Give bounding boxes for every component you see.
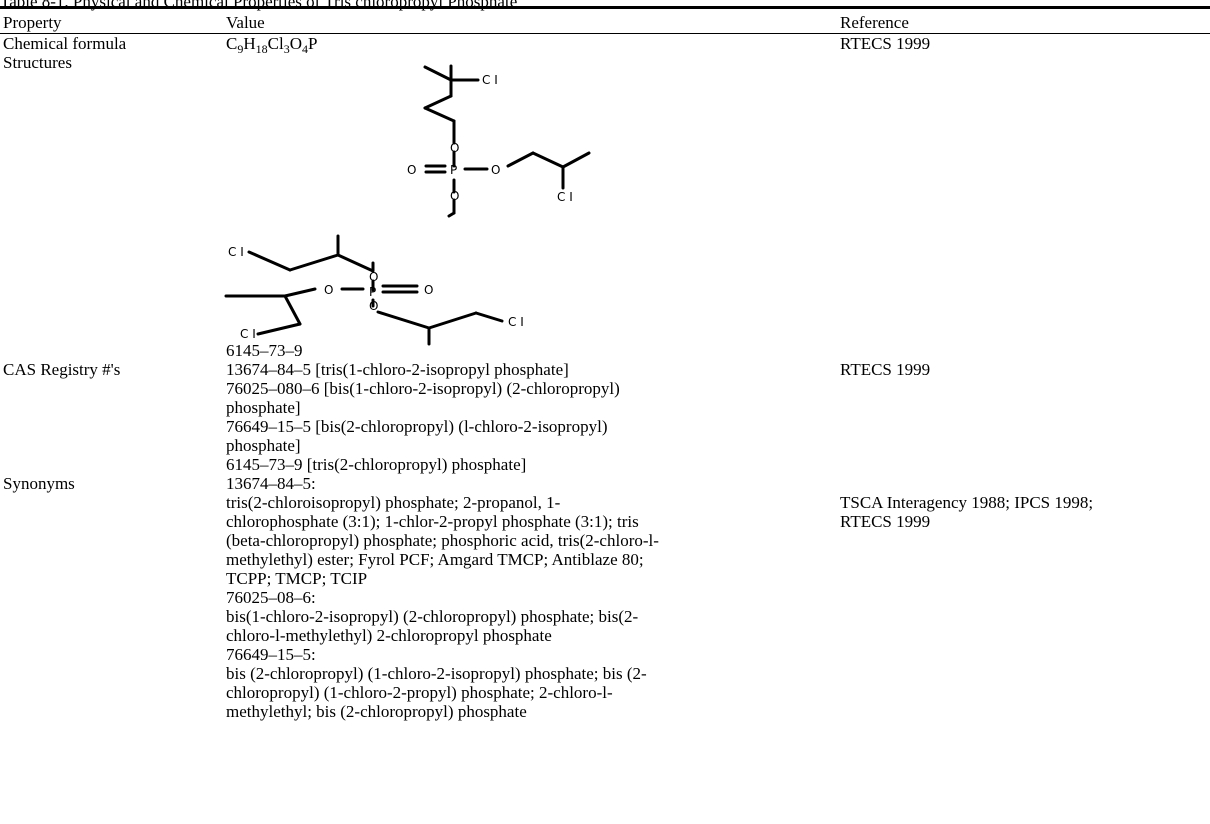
chemical-formula: C9H18Cl3O4P: [226, 34, 318, 56]
atom-o: O: [450, 189, 459, 203]
bond: [561, 151, 591, 169]
atom-cl: C I: [482, 73, 498, 87]
synonym-line: methylethyl; bis (2-chloropropyl) phosph…: [226, 702, 527, 721]
cas-values: 13674–84–5 [tris(1-chloro-2-isopropyl ph…: [226, 360, 620, 474]
formula-element-p: P: [307, 34, 318, 53]
synonyms-reference: TSCA Interagency 1988; IPCS 1998; RTECS …: [840, 493, 1093, 531]
synonym-line: bis (2-chloropropyl) (1-chloro-2-isoprop…: [226, 664, 647, 683]
top-rule: [0, 6, 1210, 9]
synonyms-reference-line: RTECS 1999: [840, 512, 931, 531]
formula-element-o: O: [289, 34, 302, 53]
atom-cl: C I: [557, 190, 573, 204]
synonyms-label: Synonyms: [3, 474, 75, 493]
synonym-line: methylethyl) ester; Fyrol PCF; Amgard TM…: [226, 550, 644, 569]
cas-line: phosphate]: [226, 436, 301, 455]
bond: [423, 106, 456, 123]
bond: [474, 311, 504, 323]
synonym-line: 13674–84–5:: [226, 474, 316, 493]
atom-o: O: [369, 270, 378, 284]
bond: [288, 253, 340, 272]
header-rule: [0, 33, 1210, 34]
atom-cl: C I: [240, 327, 256, 341]
bond: [336, 253, 375, 273]
cas-line: 6145–73–9 [tris(2-chloropropyl) phosphat…: [226, 455, 527, 474]
synonym-line: chloro-l-methylethyl) 2-chloropropyl pho…: [226, 626, 552, 645]
cas-reference: RTECS 1999: [840, 360, 931, 379]
bond: [423, 94, 453, 110]
bond: [427, 311, 478, 330]
bond: [423, 65, 453, 82]
bond: [506, 151, 535, 168]
structure-caption: 6145–73–9: [226, 341, 303, 360]
formula-count-o: 4: [301, 42, 308, 56]
formula-element-c: C: [226, 34, 238, 53]
atom-o: O: [491, 163, 500, 177]
atom-o: O: [450, 141, 459, 155]
synonym-line: chlorophosphate (3:1); 1-chlor-2-propyl …: [226, 512, 639, 531]
synonym-line: 76649–15–5:: [226, 645, 316, 664]
formula-count-h: 18: [255, 42, 268, 56]
synonym-line: chloropropyl) (1-chloro-2-propyl) phosph…: [226, 683, 613, 702]
formula-element-h: H: [243, 34, 256, 53]
synonym-line: (beta-chloropropyl) phosphate; phosphori…: [226, 531, 659, 550]
synonym-line: 76025–08–6:: [226, 588, 316, 607]
table-caption: Table 8-1. Physical and Chemical Propert…: [0, 0, 1210, 11]
bond: [376, 310, 431, 330]
structure-diagram: C I O O P O O C I C I O O P O O C I C I: [224, 64, 591, 346]
bond: [256, 322, 302, 336]
formula-element-cl: Cl: [267, 34, 284, 53]
synonym-line: TCPP; TMCP; TCIP: [226, 569, 368, 588]
atom-o: O: [407, 163, 416, 177]
cas-line: phosphate]: [226, 398, 301, 417]
header-reference: Reference: [840, 13, 909, 32]
synonyms-reference-line: TSCA Interagency 1988; IPCS 1998;: [840, 493, 1094, 512]
cas-line: 76025–080–6 [bis(1-chloro-2-isopropyl) (…: [226, 379, 620, 398]
bond: [283, 294, 302, 326]
atom-o: O: [324, 283, 333, 297]
atom-p: P: [369, 285, 376, 299]
formula-count-c: 9: [237, 42, 244, 56]
synonyms-values: 13674–84–5: tris(2-chloroisopropyl) phos…: [226, 474, 659, 721]
atom-cl: C I: [228, 245, 244, 259]
atom-p: P: [450, 163, 457, 177]
bond: [283, 287, 317, 298]
formula-label: Chemical formula: [3, 34, 127, 53]
formula-reference: RTECS 1999: [840, 34, 931, 53]
synonym-line: bis(1-chloro-2-isopropyl) (2-chloropropy…: [226, 607, 639, 626]
cas-line: 76649–15–5 [bis(2-chloropropyl) (l-chlor…: [226, 417, 608, 436]
structures-label: Structures: [3, 53, 72, 72]
bond: [531, 151, 565, 169]
bond: [447, 211, 456, 218]
atom-o: O: [369, 299, 378, 313]
synonym-line: tris(2-chloroisopropyl) phosphate; 2-pro…: [226, 493, 561, 512]
atom-cl: C I: [508, 315, 524, 329]
cas-label: CAS Registry #'s: [3, 360, 121, 379]
header-property: Property: [3, 13, 62, 32]
bond: [247, 250, 292, 272]
header-value: Value: [226, 13, 265, 32]
atom-o: O: [424, 283, 433, 297]
formula-count-cl: 3: [283, 42, 290, 56]
cas-line: 13674–84–5 [tris(1-chloro-2-isopropyl ph…: [226, 360, 569, 379]
